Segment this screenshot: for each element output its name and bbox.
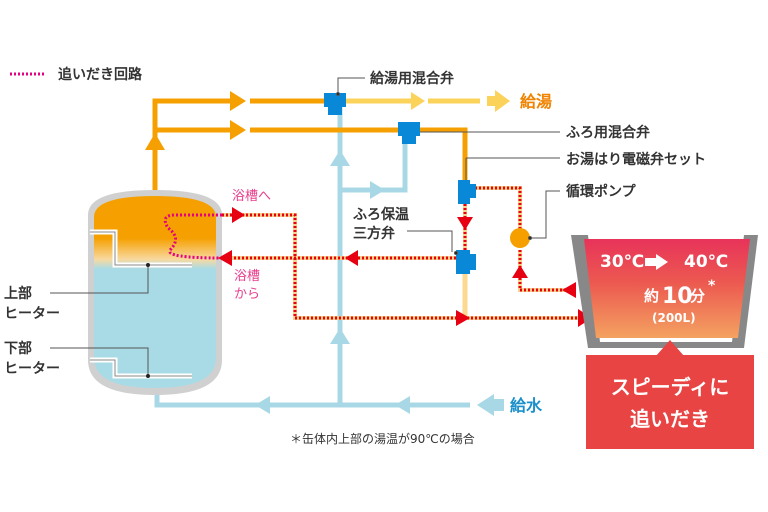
bath-3way-valve-label-1: ふろ保温 [353,206,409,223]
lower-heater-label-1: 下部 [4,340,32,357]
arrow-up-icon [145,133,165,150]
bath-temp-to: 40℃ [684,252,728,272]
circulation-pump-label: 循環ポンプ [566,183,637,200]
arrow-right-icon [232,207,245,223]
arrow-up-icon [330,150,350,166]
bath-3way-valve-icon [456,250,476,274]
bath-time-value: 10 [662,284,693,309]
bath-time-unit: 分 [690,287,705,305]
arrow-up-icon [330,328,350,344]
valves [324,93,476,274]
arrow-right-icon [645,254,668,270]
arrow-left-icon [477,394,494,416]
arrow-left-icon [562,282,576,298]
hot-water-out-arrow-icon [495,90,510,112]
cold-water-arrows [255,150,504,416]
solenoid-valve-icon [458,180,476,204]
callout-line-1: スピーディに [611,375,730,399]
hot-water-pipes [152,98,468,190]
reheat-arrows [218,207,592,327]
arrow-right-icon [230,91,246,111]
circulation-pump-icon [510,228,530,248]
upper-heater-label-1: 上部 [4,285,32,302]
arrow-right-icon [411,92,425,110]
bath-3way-valve-label-2: 三方弁 [353,225,395,242]
arrow-left-icon [345,250,358,266]
supply-mixing-valve-icon [324,93,346,115]
arrow-right-icon [230,120,246,140]
arrow-right-icon [456,310,470,326]
arrow-up-icon [512,265,528,278]
mixed-supply-pipe: 給湯 [340,90,552,112]
arrow-down-icon [457,217,473,230]
bath-time-prefix: 約 [644,287,659,305]
lower-heater-label-2: ヒーター [4,361,60,377]
arrow-left-icon [255,396,270,414]
bath-volume: (200L) [652,311,696,325]
bath-time-asterisk: * [708,278,716,294]
bathtub: 30℃ 40℃ 約 10 分 * (200L) [571,235,758,348]
leader-lines [336,77,560,255]
arrow-left-icon [395,396,410,414]
arrow-right-icon [370,181,385,199]
upper-heater-label-2: ヒーター [4,306,60,322]
bath-temp-from: 30℃ [600,252,644,272]
water-in-label: 給水 [510,396,543,415]
arrow-left-icon [218,250,232,266]
callout-line-2: 追いだき [630,407,710,431]
from-bath-label-2: から [234,287,260,302]
legend: 追いだき回路 [10,66,143,83]
supply-mixing-valve-label: 給湯用混合弁 [370,70,454,87]
bath-mixing-valve-icon [398,122,420,144]
hot-water-arrows [145,91,246,150]
speedy-reheat-callout: スピーディに 追いだき [586,340,754,449]
heater-labels: 上部 ヒーター 下部 ヒーター [4,263,150,378]
legend-label: 追いだき回路 [58,66,143,83]
to-bath-label: 浴槽へ [232,189,271,204]
reheat-circuit [222,186,590,320]
from-bath-label-1: 浴槽 [234,269,260,284]
fill-solenoid-set-label: お湯はり電磁弁セット [566,151,706,168]
footnote: ＊缶体内上部の湯温が90℃の場合 [290,431,475,446]
storage-tank [88,190,223,395]
bath-mixing-valve-label: ふろ用混合弁 [566,124,650,141]
hot-water-out-label: 給湯 [520,92,552,111]
